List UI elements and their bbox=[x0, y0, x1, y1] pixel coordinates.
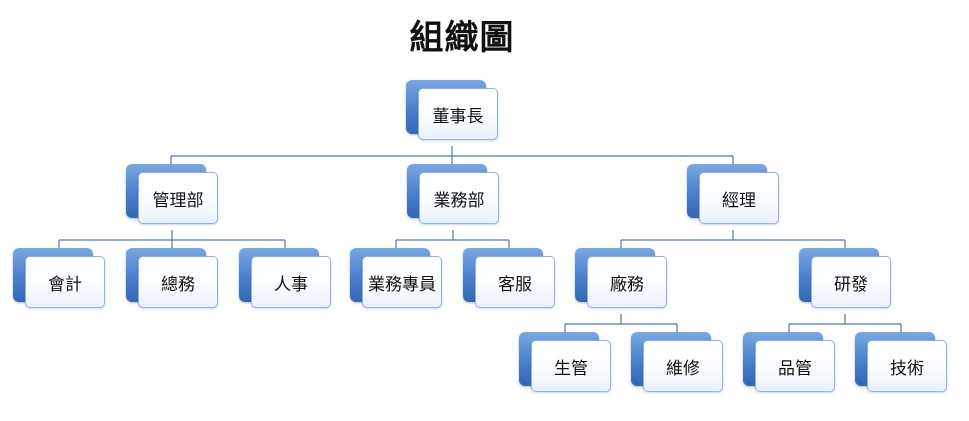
node-factory: 廠務 bbox=[575, 248, 667, 308]
node-maintenance: 維修 bbox=[631, 332, 723, 392]
node-label: 經理 bbox=[699, 172, 779, 224]
connector-chairman bbox=[170, 146, 734, 164]
node-management: 管理部 bbox=[126, 164, 218, 224]
node-label: 管理部 bbox=[138, 172, 218, 224]
node-label: 品管 bbox=[755, 340, 835, 392]
node-label: 會計 bbox=[25, 256, 105, 308]
node-production-control: 生管 bbox=[519, 332, 611, 392]
connector-management bbox=[58, 230, 286, 248]
node-label: 生管 bbox=[531, 340, 611, 392]
node-label: 人事 bbox=[251, 256, 331, 308]
connector-rd bbox=[788, 314, 902, 332]
node-sales: 業務部 bbox=[407, 164, 499, 224]
node-label: 研發 bbox=[811, 256, 891, 308]
node-label: 客服 bbox=[475, 256, 555, 308]
node-chairman: 董事長 bbox=[406, 80, 498, 140]
node-label: 廠務 bbox=[587, 256, 667, 308]
node-personnel: 人事 bbox=[239, 248, 331, 308]
node-rd: 研發 bbox=[799, 248, 891, 308]
node-quality-control: 品管 bbox=[743, 332, 835, 392]
node-label: 維修 bbox=[643, 340, 723, 392]
node-customer-service: 客服 bbox=[463, 248, 555, 308]
node-manager: 經理 bbox=[687, 164, 779, 224]
node-accounting: 會計 bbox=[13, 248, 105, 308]
node-general-affairs: 總務 bbox=[126, 248, 218, 308]
node-label: 總務 bbox=[138, 256, 218, 308]
connector-sales bbox=[395, 230, 510, 248]
node-label: 技術 bbox=[867, 340, 947, 392]
node-sales-staff: 業務專員 bbox=[350, 248, 442, 308]
node-technology: 技術 bbox=[855, 332, 947, 392]
node-label: 業務部 bbox=[419, 172, 499, 224]
chart-title: 組織圖 bbox=[409, 18, 515, 58]
node-label: 董事長 bbox=[418, 88, 498, 140]
connector-factory bbox=[564, 314, 678, 332]
connector-manager bbox=[620, 230, 846, 248]
node-label: 業務專員 bbox=[362, 256, 442, 308]
